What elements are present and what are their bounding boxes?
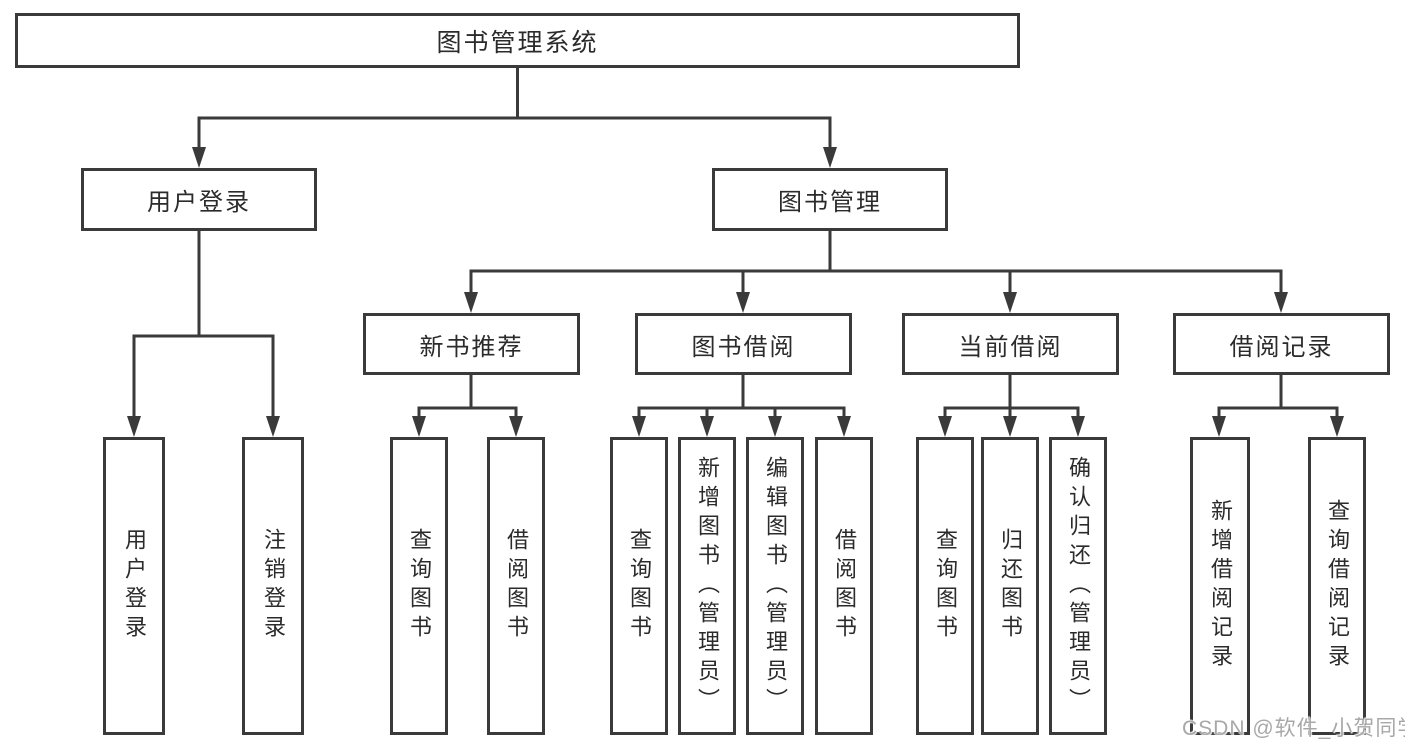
leaf-label: 查询图书 [933, 528, 958, 644]
leaf-query-books-current: 查询图书 [916, 437, 974, 735]
leaf-label: 确认归还（管理员） [1066, 455, 1091, 717]
leaf-add-books-admin: 新增图书（管理员） [678, 437, 736, 735]
leaf-label: 借阅图书 [504, 528, 529, 644]
node-book-borrow: 图书借阅 [635, 313, 852, 375]
node-label: 用户登录 [147, 189, 251, 216]
leaf-query-borrow-record: 查询借阅记录 [1308, 437, 1366, 735]
leaf-label: 新增借阅记录 [1208, 499, 1233, 673]
node-user-login: 用户登录 [81, 168, 317, 231]
leaf-return-books: 归还图书 [981, 437, 1039, 735]
leaf-borrow-books: 借阅图书 [815, 437, 873, 735]
node-current-borrow: 当前借阅 [902, 313, 1119, 375]
leaf-label: 查询借阅记录 [1325, 499, 1350, 673]
leaf-label: 归还图书 [998, 528, 1023, 644]
node-borrow-records: 借阅记录 [1173, 313, 1390, 375]
leaf-add-borrow-record: 新增借阅记录 [1190, 437, 1250, 735]
node-new-book-recommend: 新书推荐 [363, 313, 580, 375]
leaf-edit-books-admin: 编辑图书（管理员） [746, 437, 804, 735]
csdn-watermark: CSDN @软件_小贺同学 [1182, 717, 1405, 740]
leaf-logout: 注销登录 [242, 437, 304, 735]
leaf-label: 借阅图书 [832, 528, 857, 644]
leaf-label: 编辑图书（管理员） [763, 455, 788, 717]
node-book-management: 图书管理 [712, 168, 948, 231]
leaf-confirm-return-admin: 确认归还（管理员） [1049, 437, 1107, 735]
node-library-management-system: 图书管理系统 [15, 13, 1020, 68]
leaf-label: 查询图书 [407, 528, 432, 644]
leaf-label: 注销登录 [261, 528, 286, 644]
node-label: 借阅记录 [1229, 333, 1334, 361]
node-label: 图书管理 [778, 189, 882, 216]
leaf-query-books-borrow: 查询图书 [610, 437, 668, 735]
leaf-label: 查询图书 [627, 528, 652, 644]
node-label: 新书推荐 [419, 333, 524, 361]
node-label: 当前借阅 [958, 333, 1063, 361]
node-label: 图书管理系统 [436, 28, 599, 57]
leaf-borrow-books-recommend: 借阅图书 [487, 437, 545, 735]
leaf-label: 新增图书（管理员） [695, 455, 720, 717]
leaf-query-books-recommend: 查询图书 [390, 437, 448, 735]
leaf-user-login: 用户登录 [103, 437, 165, 735]
leaf-label: 用户登录 [122, 528, 147, 644]
node-label: 图书借阅 [691, 333, 796, 361]
